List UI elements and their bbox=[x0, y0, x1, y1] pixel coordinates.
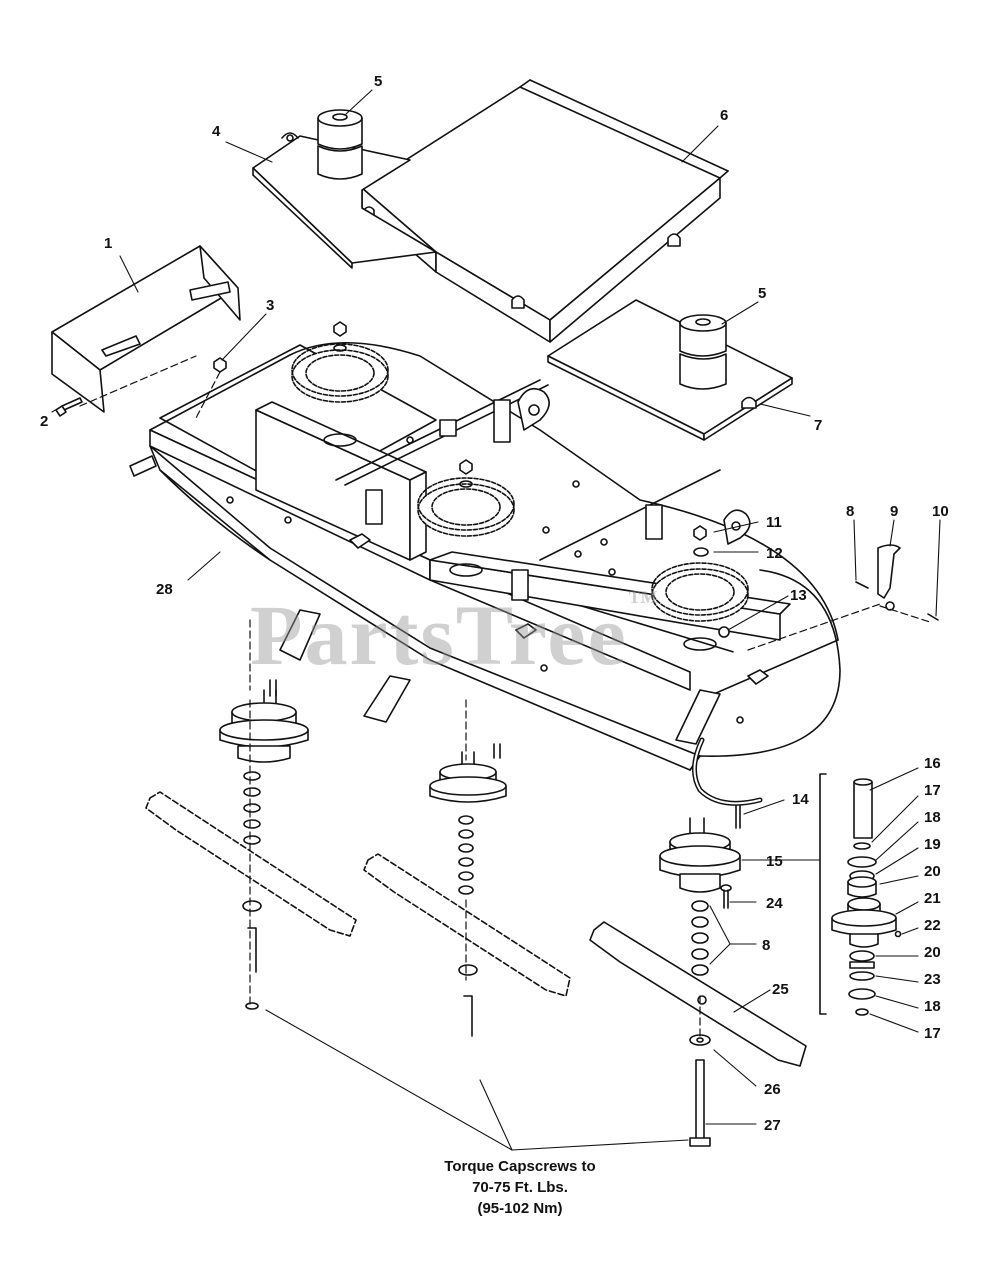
callout-4[interactable]: 4 bbox=[212, 123, 221, 140]
callout-6[interactable]: 6 bbox=[720, 107, 729, 124]
callout-8-bottom[interactable]: 8 bbox=[762, 937, 771, 954]
callout-18-top[interactable]: 18 bbox=[924, 809, 941, 826]
callout-14[interactable]: 14 bbox=[792, 791, 809, 808]
blade-center bbox=[363, 853, 571, 997]
callout-21[interactable]: 21 bbox=[924, 890, 941, 907]
torque-note: Torque Capscrews to 70-75 Ft. Lbs. (95-1… bbox=[390, 1156, 650, 1219]
spindle-right bbox=[659, 805, 741, 1002]
callout-26[interactable]: 26 bbox=[764, 1081, 781, 1098]
callout-15[interactable]: 15 bbox=[766, 853, 783, 870]
belt-cover-part-6 bbox=[361, 79, 729, 343]
callout-5-right[interactable]: 5 bbox=[758, 285, 767, 302]
callout-16[interactable]: 16 bbox=[924, 755, 941, 772]
idler-cushion-part-5-top bbox=[317, 109, 363, 180]
callout-22[interactable]: 22 bbox=[924, 917, 941, 934]
callout-8-top[interactable]: 8 bbox=[846, 503, 855, 520]
callout-11[interactable]: 11 bbox=[766, 514, 782, 531]
callout-23[interactable]: 23 bbox=[924, 971, 941, 988]
torque-note-line-1: Torque Capscrews to bbox=[444, 1158, 596, 1175]
pin-latch-parts bbox=[855, 544, 939, 621]
callout-10[interactable]: 10 bbox=[932, 503, 949, 520]
deflector-part-1 bbox=[51, 245, 241, 413]
pulleys bbox=[291, 343, 749, 622]
blade-right bbox=[589, 921, 807, 1067]
spindle-exploded bbox=[819, 773, 902, 1016]
callout-2[interactable]: 2 bbox=[40, 413, 49, 430]
blade-left bbox=[145, 791, 357, 937]
callout-5-top[interactable]: 5 bbox=[374, 73, 383, 90]
callout-1[interactable]: 1 bbox=[104, 235, 113, 252]
callout-9[interactable]: 9 bbox=[890, 503, 899, 520]
callout-27[interactable]: 27 bbox=[764, 1117, 781, 1134]
spindle-left bbox=[219, 679, 309, 1010]
partstree-watermark: PartsTree™ bbox=[250, 585, 660, 685]
callout-24[interactable]: 24 bbox=[766, 895, 783, 912]
torque-note-line-3: (95-102 Nm) bbox=[477, 1200, 563, 1217]
spindle-center bbox=[429, 743, 507, 1037]
watermark-brand: PartsTree bbox=[250, 587, 628, 683]
callout-12[interactable]: 12 bbox=[766, 545, 783, 562]
callout-18-bottom[interactable]: 18 bbox=[924, 998, 941, 1015]
washer-bolt-right bbox=[689, 1034, 711, 1147]
callout-7[interactable]: 7 bbox=[814, 417, 823, 434]
leader-lines bbox=[51, 89, 941, 1151]
callout-17-top[interactable]: 17 bbox=[924, 782, 941, 799]
callout-28[interactable]: 28 bbox=[156, 581, 173, 598]
callout-3[interactable]: 3 bbox=[266, 297, 275, 314]
alignment-lines bbox=[79, 355, 931, 1041]
callout-17-bottom[interactable]: 17 bbox=[924, 1025, 941, 1042]
right-shield-part-7 bbox=[547, 299, 793, 441]
callout-20-bottom[interactable]: 20 bbox=[924, 944, 941, 961]
callout-19[interactable]: 19 bbox=[924, 836, 941, 853]
left-shield-part-4 bbox=[252, 132, 437, 269]
callout-13[interactable]: 13 bbox=[790, 587, 807, 604]
watermark-tm: ™ bbox=[627, 585, 660, 618]
torque-note-line-2: 70-75 Ft. Lbs. bbox=[472, 1179, 568, 1196]
idler-cushion-part-5-right bbox=[679, 314, 727, 390]
callout-25[interactable]: 25 bbox=[772, 981, 789, 998]
callout-20-top[interactable]: 20 bbox=[924, 863, 941, 880]
